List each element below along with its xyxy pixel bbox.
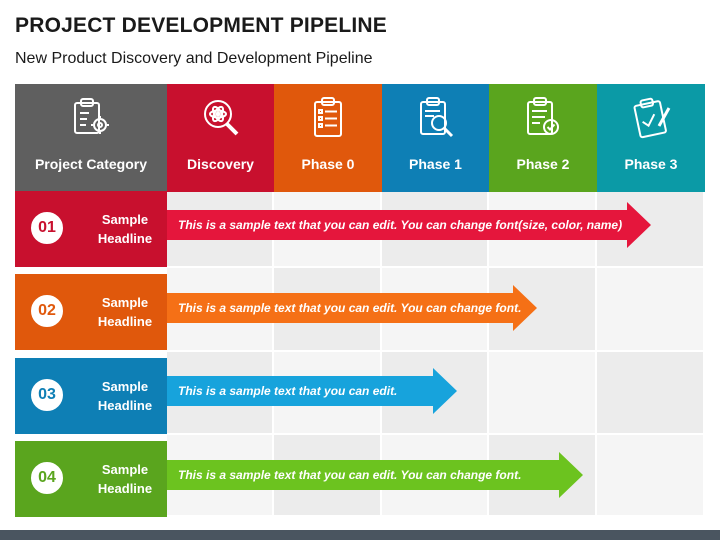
grid-cell [489,352,597,435]
row-headline: Sample Headline [97,379,153,413]
header-label: Phase 2 [516,156,570,172]
clipboard-search-icon [419,97,453,138]
row-label-3: 03 Sample Headline [15,358,167,434]
progress-arrow-4: This is a sample text that you can edit.… [167,452,583,498]
page-title: PROJECT DEVELOPMENT PIPELINE [15,14,387,37]
row-number-badge: 04 [28,459,66,497]
header-phase-3: Phase 3 [597,84,705,192]
header-label: Phase 1 [409,156,462,172]
progress-arrow-1: This is a sample text that you can edit.… [167,202,651,248]
header-project-category: Project Category [15,84,167,192]
clipboard-check-icon [527,97,559,135]
row-headline: Sample Headline [97,462,153,496]
grid-cell [597,268,705,352]
header-label: Phase 3 [624,156,678,172]
page-subtitle: New Product Discovery and Development Pi… [15,50,373,67]
clipboard-pen-icon [633,97,671,139]
row-headline: Sample Headline [97,212,153,246]
clipboard-gear-icon [74,98,109,134]
arrow-text: This is a sample text that you can edit. [178,384,398,398]
grid-cell [597,435,705,517]
grid-cell [597,352,705,435]
arrow-text: This is a sample text that you can edit.… [178,218,623,232]
row-label-4: 04 Sample Headline [15,441,167,517]
arrow-text: This is a sample text that you can edit.… [178,301,522,315]
header-discovery: Discovery [167,84,274,192]
header-label: Discovery [187,156,254,172]
footer-bar [0,530,720,540]
row-number-badge: 02 [28,292,66,330]
clipboard-list-icon [314,97,342,137]
row-headline: Sample Headline [97,295,153,329]
arrow-text: This is a sample text that you can edit.… [178,468,522,482]
row-number-badge: 03 [28,376,66,414]
row-number-badge: 01 [28,209,66,247]
header-label: Project Category [34,156,148,172]
progress-arrow-3: This is a sample text that you can edit. [167,368,457,414]
header-label: Phase 0 [301,156,355,172]
header-phase-2: Phase 2 [489,84,597,192]
header-phase-0: Phase 0 [274,84,382,192]
row-label-1: 01 Sample Headline [15,191,167,267]
header-phase-1: Phase 1 [382,84,489,192]
row-label-2: 02 Sample Headline [15,274,167,350]
progress-arrow-2: This is a sample text that you can edit.… [167,285,537,331]
magnifier-atom-icon [203,100,238,136]
